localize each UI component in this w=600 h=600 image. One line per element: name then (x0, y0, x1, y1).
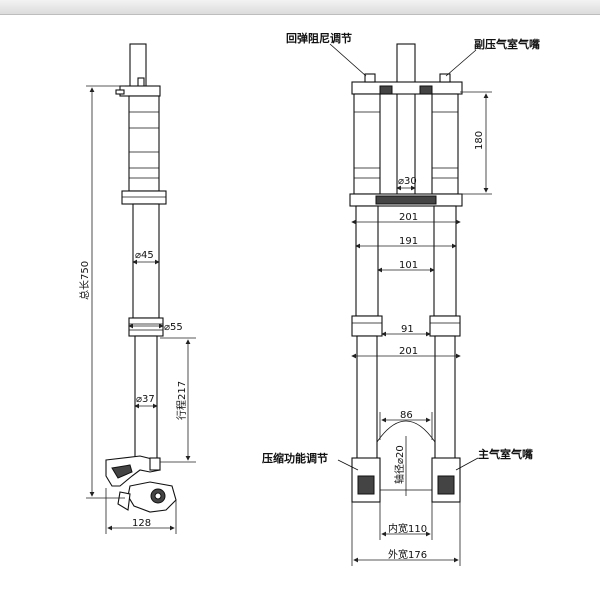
aux-air-valve-label: 副压气室气嘴 (474, 37, 540, 51)
width-86-label: 86 (400, 410, 413, 421)
outer-width-label: 外宽176 (388, 548, 427, 561)
window-title-bar (0, 0, 600, 15)
width-191-label: 191 (399, 236, 418, 247)
height-180-label: 180 (474, 131, 485, 150)
stroke-label: 行程217 (175, 381, 188, 420)
width-91-label: 91 (401, 324, 414, 335)
axle-diameter-label: 轴径⌀20 (393, 445, 406, 484)
compression-adjust-label: 压缩功能调节 (262, 451, 328, 465)
width-201-bottom-label: 201 (399, 346, 418, 357)
total-length-label: 总长750 (78, 261, 91, 300)
width-128-label: 128 (132, 518, 151, 529)
dia-37-label: ⌀37 (136, 394, 155, 405)
main-air-valve-label: 主气室气嘴 (478, 447, 533, 461)
width-201-top-label: 201 (399, 212, 418, 223)
rebound-adjust-label: 回弹阻尼调节 (286, 31, 352, 45)
dia-55-label: ⌀55 (164, 322, 183, 333)
inner-width-label: 内宽110 (388, 522, 427, 535)
side-view: 总长750 行程217 ⌀45 ⌀55 ⌀37 128 (78, 43, 196, 534)
dia-45-label: ⌀45 (135, 250, 154, 261)
dia-30-label: ⌀30 (398, 176, 417, 187)
width-101-label: 101 (399, 260, 418, 271)
front-view: 180 ⌀30 201 191 101 91 201 86 轴径⌀20 内宽11… (262, 31, 540, 566)
